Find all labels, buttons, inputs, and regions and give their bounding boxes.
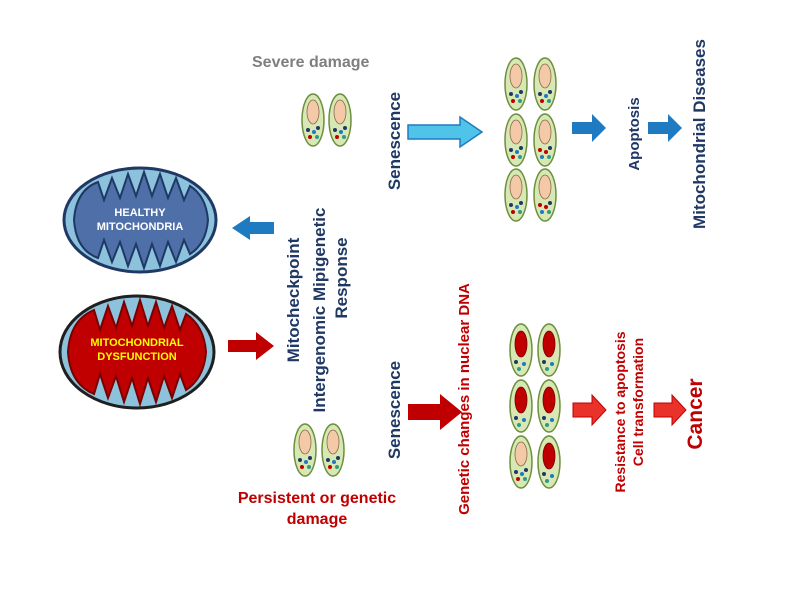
cell-icon (509, 323, 533, 377)
healthy-mitochondrion-icon (62, 166, 218, 274)
arrow-to-cancer (653, 393, 687, 427)
healthy-mitochondria-label: HEALTHY MITOCHONDRIA (96, 207, 184, 233)
cell-icon (504, 113, 528, 167)
cell-icon (533, 57, 557, 111)
cell-icon (533, 113, 557, 167)
resistance-to-apoptosis-label: Resistance to apoptosis (612, 331, 628, 493)
persistent-damage-label: Persistent or genetic damage (237, 490, 397, 528)
arrow-from-dysfunction (228, 332, 274, 360)
arrow-to-healthy (232, 216, 274, 240)
cancer-label: Cancer (684, 378, 707, 450)
arrow-to-mito-diseases (648, 114, 682, 142)
senescence-top-label: Senescence (385, 91, 404, 191)
response-label-line3: Response (332, 237, 351, 319)
cell-icon (509, 379, 533, 433)
cell-icon (293, 423, 317, 477)
arrow-senescence-bottom (408, 394, 462, 430)
response-label-line1: Mitocheckpoint (284, 237, 303, 363)
arrow-senescence-top (407, 115, 484, 149)
cell-icon (504, 57, 528, 111)
cell-icon (537, 323, 561, 377)
severe-damage-label: Severe damage (252, 54, 370, 71)
response-label-line2: Intergenomic Mipigenetic (310, 207, 329, 413)
apoptosis-label: Apoptosis (626, 97, 643, 171)
genetic-changes-label: Genetic changes in nuclear DNA (456, 283, 473, 515)
cell-icon (537, 435, 561, 489)
senescence-bottom-label: Senescence (385, 360, 404, 460)
arrow-to-apoptosis (572, 114, 606, 142)
dysfunctional-mitochondrion-icon (58, 294, 216, 410)
cell-icon (509, 435, 533, 489)
mitochondrial-diseases-label: Mitochondrial Diseases (690, 39, 709, 229)
cell-transformation-label: Cell transformation (630, 337, 646, 467)
cell-icon (301, 93, 325, 147)
mitochondrial-dysfunction-label: MITOCHONDRIAL DYSFUNCTION (90, 337, 184, 363)
cell-icon (504, 168, 528, 222)
cell-icon (321, 423, 345, 477)
cell-icon (533, 168, 557, 222)
arrow-to-resistance (572, 393, 607, 427)
cell-icon (537, 379, 561, 433)
cell-icon (328, 93, 352, 147)
